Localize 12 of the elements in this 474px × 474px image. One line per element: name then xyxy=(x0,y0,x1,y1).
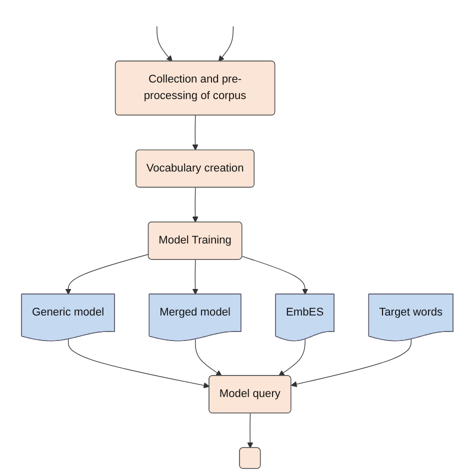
arrow xyxy=(278,338,306,376)
arrow xyxy=(242,256,308,295)
arrow xyxy=(156,26,172,62)
arrow xyxy=(68,338,210,388)
arrow xyxy=(290,338,412,388)
arrow xyxy=(194,338,222,376)
arrow xyxy=(246,412,253,448)
arrow xyxy=(192,187,198,223)
arrow xyxy=(218,26,234,62)
arrow xyxy=(192,115,198,150)
arrow xyxy=(64,254,149,295)
arrow xyxy=(192,259,198,295)
